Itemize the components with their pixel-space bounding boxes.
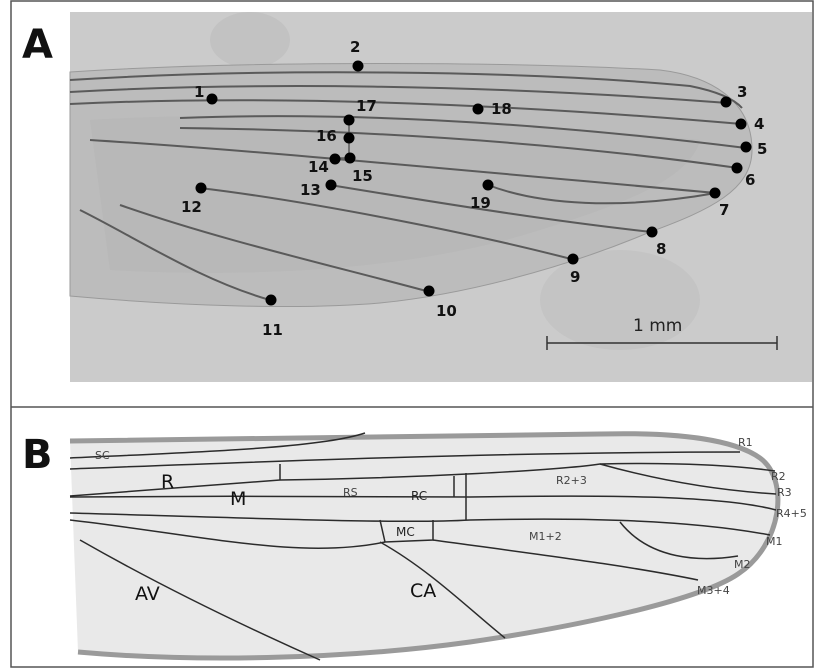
vein-label-sc: SC [95,449,110,462]
landmark-label: 19 [470,194,491,212]
panel-a: A 1 2 3 4 5 6 7 8 9 10 11 [22,12,812,382]
scale-bar-label: 1 mm [633,316,682,336]
landmark-label: 14 [308,158,329,176]
landmark-label: 4 [754,115,764,133]
panel-label-b: B [22,432,53,478]
vein-label-r1: R1 [738,436,753,449]
vein-label-r45: R4+5 [776,507,807,520]
landmark-label: 10 [436,302,457,320]
landmark-dot [326,180,337,191]
landmark-dot [473,104,484,115]
cell-label-ca: CA [410,580,436,602]
landmark-dot [736,119,747,130]
vein-label-r3: R3 [777,486,792,499]
cell-label-m: M [230,488,246,510]
landmark-label: 17 [356,97,377,115]
landmark-label: 9 [570,268,580,286]
landmark-dot [424,286,435,297]
landmark-label: 18 [491,100,512,118]
landmark-dot [344,133,355,144]
landmark-dot [344,115,355,126]
landmark-dot [647,227,658,238]
landmark-dot [330,154,341,165]
vein-label-m1: M1 [766,535,783,548]
panel-label-a: A [22,22,53,68]
landmark-label: 16 [316,127,337,145]
landmark-label: 3 [737,83,747,101]
vein-label-r23: R2+3 [556,474,587,487]
landmark-dot [741,142,752,153]
vein-label-m34: M3+4 [697,584,730,597]
landmark-dot [353,61,364,72]
landmark-label: 6 [745,171,755,189]
vein-label-m12: M1+2 [529,530,562,543]
landmark-dot [732,163,743,174]
landmark-dot [196,183,207,194]
landmark-label: 13 [300,181,321,199]
landmark-dot [345,153,356,164]
landmark-label: 5 [757,140,767,158]
vein-label-r2: R2 [771,470,786,483]
landmark-dot [568,254,579,265]
cell-label-av: AV [135,583,160,605]
vein-label-rs: RS [343,486,358,499]
landmark-dot [721,97,732,108]
cell-label-r: R [161,471,174,493]
landmark-dot [207,94,218,105]
landmark-label: 8 [656,240,666,258]
vein-label-m2: M2 [734,558,751,571]
landmark-label: 15 [352,167,373,185]
photo-shading [210,12,290,68]
landmark-dot [710,188,721,199]
landmark-label: 11 [262,321,283,339]
cell-label-mc: MC [396,525,415,539]
landmark-dot [266,295,277,306]
landmark-label: 1 [194,83,204,101]
landmark-label: 2 [350,38,360,56]
landmark-label: 12 [181,198,202,216]
cell-label-rc: RC [411,489,427,503]
landmark-dot [483,180,494,191]
landmark-label: 7 [719,201,729,219]
